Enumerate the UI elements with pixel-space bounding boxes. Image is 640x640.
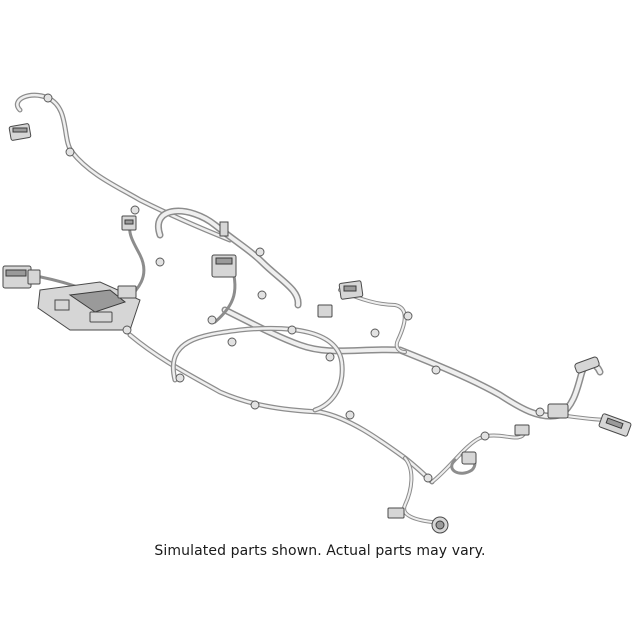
connectors bbox=[2, 123, 632, 534]
disclaimer-caption: Simulated parts shown. Actual parts may … bbox=[154, 543, 486, 559]
clips bbox=[43, 93, 545, 483]
